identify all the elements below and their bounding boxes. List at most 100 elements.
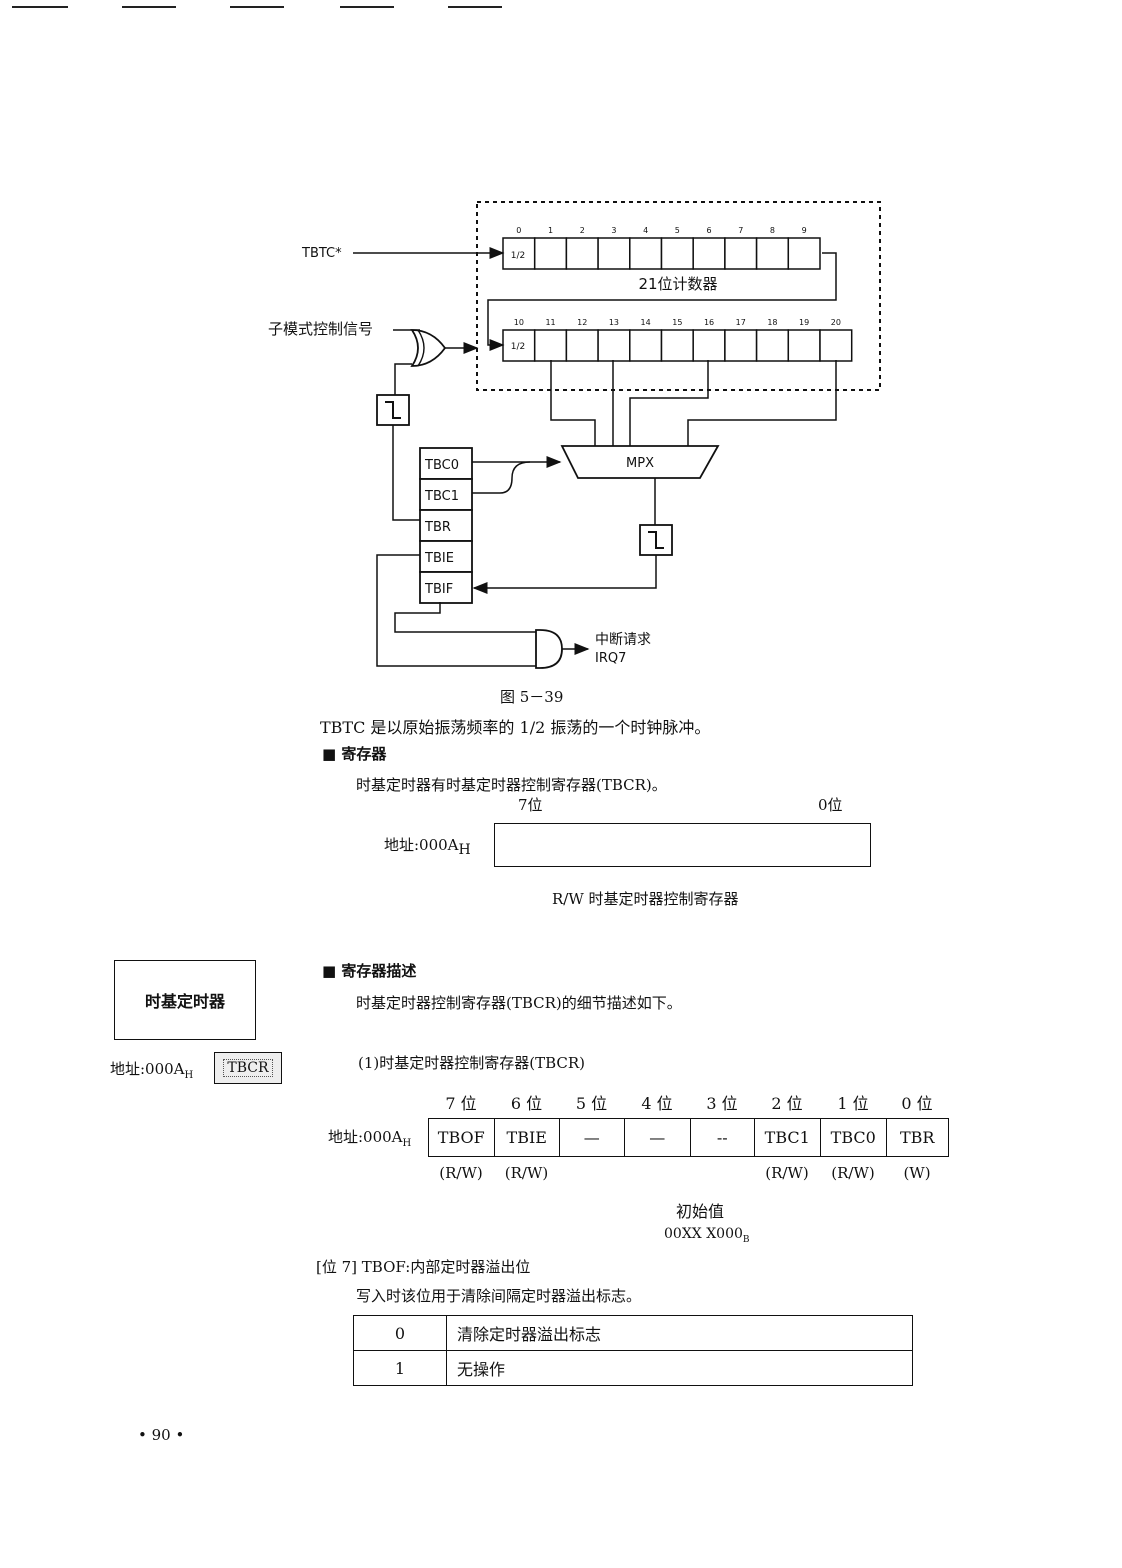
register-bit-cell: -- [691, 1119, 755, 1156]
carry-line [487, 252, 837, 351]
bit-number: 7 [738, 226, 743, 235]
access-label: (R/W) [504, 1164, 549, 1182]
top-rule [12, 6, 68, 8]
counter-cell [629, 329, 663, 362]
sidebar-title-box: 时基定时器 [114, 960, 256, 1040]
bit-label: 2 位 [771, 1094, 803, 1113]
sidebar-tbcr-tag: TBCR [214, 1052, 282, 1084]
tbcr-subheading: (1)时基定时器控制寄存器(TBCR) [358, 1054, 586, 1072]
counter-title: 21位计数器 [638, 275, 717, 293]
register-bit-cell: TBOF [429, 1119, 495, 1156]
top-rule [340, 6, 394, 8]
register-label: TBC1 [424, 489, 459, 504]
and-gate [535, 629, 563, 669]
counter-cell [502, 329, 536, 362]
mpx-label: MPX [626, 456, 654, 471]
table-row: 1 无操作 [353, 1350, 913, 1386]
figure-caption: 图 5－39 [500, 688, 564, 706]
half-label: 1/2 [511, 342, 525, 352]
submode-signal-label: 子模式控制信号 [268, 320, 373, 338]
counter-cell [787, 329, 821, 362]
counter-cell [692, 329, 726, 362]
register-bit-cell: TBC0 [821, 1119, 887, 1156]
initial-value: 00XX X000B [664, 1226, 750, 1245]
section-heading-register-desc: ■ 寄存器描述 [322, 962, 417, 980]
bit-number: 5 [675, 226, 680, 235]
counter-cell [502, 237, 536, 270]
bit-label: 1 位 [837, 1094, 869, 1113]
bit-number: 8 [770, 226, 775, 235]
bit-label: 4 位 [641, 1094, 673, 1113]
register-bit-cell: — [560, 1119, 625, 1156]
bit0-label: 0位 [818, 796, 843, 814]
register-address: 地址:000AH [384, 836, 471, 858]
counter-cell [597, 329, 631, 362]
bit-number: 10 [514, 318, 524, 327]
register-label: TBC0 [424, 458, 459, 473]
table-cell-value: 0 [353, 1315, 447, 1351]
tbcr-address: 地址:000AH [328, 1128, 412, 1149]
bit-number: 15 [672, 318, 682, 327]
edge-detector-icon [376, 394, 410, 426]
tbof-value-table: 0 清除定时器溢出标志 1 无操作 [353, 1315, 913, 1386]
register-bit-cell: TBC1 [755, 1119, 821, 1156]
counter-row1 [502, 237, 821, 270]
tbtc-note: TBTC 是以原始振荡频率的 1/2 振荡的一个时钟脉冲。 [320, 718, 711, 737]
bit-label: 5 位 [575, 1094, 608, 1113]
bit-number: 4 [643, 226, 648, 235]
counter-enclosure [476, 201, 881, 391]
counter-cell [724, 329, 758, 362]
bit-number: 1 [548, 226, 553, 235]
bit-number: 19 [799, 318, 809, 327]
register-tbr [419, 509, 473, 542]
counter-cell [533, 329, 568, 362]
bit-number: 13 [609, 318, 619, 327]
counter-cell [565, 237, 599, 270]
tbcr-access-labels: (R/W)(R/W)(R/W)(R/W)(W) [428, 1164, 950, 1186]
top-rule [230, 6, 284, 8]
register-tbc0 [419, 447, 473, 480]
bit-number: 3 [611, 226, 616, 235]
access-label: (R/W) [831, 1164, 875, 1182]
initial-value-label: 初始值 [676, 1202, 725, 1221]
register-bit-cell: — [625, 1119, 691, 1156]
bit-number: 2 [580, 226, 585, 235]
section-heading-registers: ■ 寄存器 [322, 745, 387, 763]
irq7-label: IRQ7 [595, 651, 626, 666]
page-number: • 90 • [138, 1426, 185, 1444]
bit-number: 20 [831, 318, 841, 327]
top-rule [122, 6, 176, 8]
counter-cell [629, 237, 663, 270]
tbtc-input-label: TBTC* [301, 246, 342, 261]
counter-cell [565, 329, 599, 362]
bit-number: 14 [641, 318, 651, 327]
register-desc-text: 时基定时器控制寄存器(TBCR)的细节描述如下。 [356, 994, 682, 1012]
register-tbc1 [419, 478, 473, 511]
bit-number: 6 [707, 226, 712, 235]
counter-cell [692, 237, 726, 270]
bit-number: 16 [704, 318, 714, 327]
counter-cell [755, 237, 790, 270]
register-caption: R/W 时基定时器控制寄存器 [552, 890, 739, 908]
bit-label: 3 位 [706, 1094, 738, 1113]
table-row: 0 清除定时器溢出标志 [353, 1315, 913, 1351]
table-cell-value: 1 [353, 1350, 447, 1386]
counter-row2 [502, 329, 853, 362]
counter-cell [660, 329, 694, 362]
bit-number: 18 [767, 318, 777, 327]
register-box [494, 823, 871, 867]
counter-cell [755, 329, 790, 362]
sidebar-address: 地址:000AH [110, 1060, 194, 1081]
or-gate [410, 329, 447, 367]
register-tbif [419, 571, 473, 604]
counter-cell [533, 237, 568, 270]
registers-desc: 时基定时器有时基定时器控制寄存器(TBCR)。 [356, 776, 667, 794]
top-rule [448, 6, 502, 8]
bit7-desc: 写入时该位用于清除间隔定时器溢出标志。 [356, 1287, 642, 1305]
register-bit-cell: TBIE [495, 1119, 560, 1156]
bit7-heading: [位 7] TBOF:内部定时器溢出位 [316, 1258, 531, 1276]
